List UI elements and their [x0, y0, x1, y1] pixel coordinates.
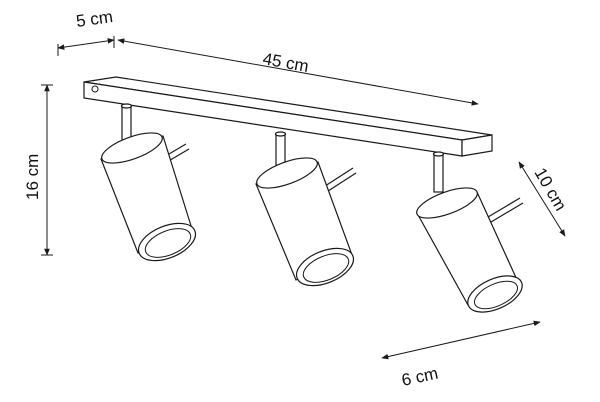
spot-2: [255, 131, 357, 287]
length-label: 45 cm: [261, 49, 310, 76]
bar-end-face: [461, 134, 493, 157]
depth-top-label: 5 cm: [75, 7, 114, 31]
spot-3-knob: [487, 197, 521, 218]
spot-3-stem: [433, 153, 444, 193]
bar-top-face: [83, 76, 493, 141]
shade-diameter-label: 6 cm: [400, 364, 440, 390]
spot-3: [416, 151, 524, 313]
spot-2-knob: [321, 167, 354, 189]
dimension-height: 16 cm: [23, 84, 53, 256]
dimension-shade-length: 10 cm: [518, 161, 570, 237]
dimension-depth-top: 5 cm: [57, 7, 115, 56]
spot-1: [100, 103, 197, 262]
dimension-shade-diameter: 6 cm: [381, 320, 541, 390]
mounting-hole-icon: [91, 85, 99, 93]
height-label: 16 cm: [23, 154, 42, 200]
